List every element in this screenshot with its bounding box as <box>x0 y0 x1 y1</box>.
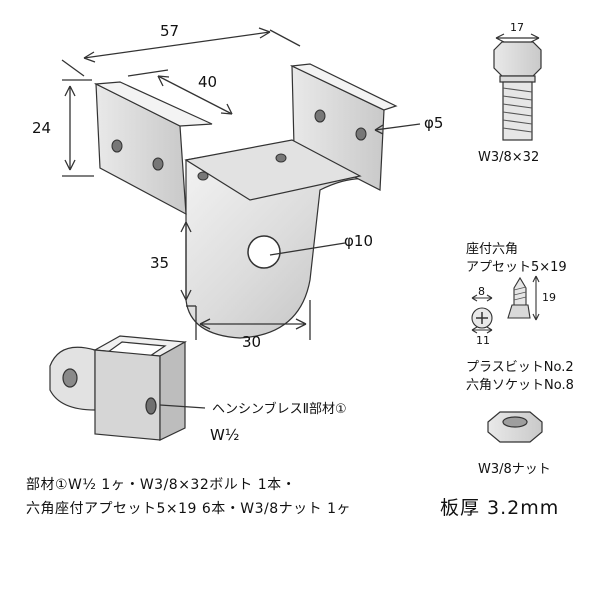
large-hole-label: φ10 <box>344 232 373 250</box>
screw-title-line2: アプセット5×19 <box>466 260 567 275</box>
nut-spec: W3/8ナット <box>478 462 551 477</box>
bolt-head-width: 17 <box>510 21 524 34</box>
dimension-lines <box>61 27 421 340</box>
bracket-hole <box>275 153 287 163</box>
dim-line-57 <box>83 31 271 59</box>
bolt-spec: W3/8×32 <box>478 150 540 165</box>
screw-head-dim: 8 <box>478 285 485 298</box>
leader-phi10 <box>269 242 346 256</box>
bracket-base <box>184 139 362 201</box>
screw-bit-line2: 六角ソケットNo.8 <box>466 378 574 393</box>
bracket-hole <box>314 109 326 123</box>
leader-attachment <box>159 404 206 409</box>
bracket-right-top <box>289 63 398 111</box>
attachment-size-label: W½ <box>210 426 240 444</box>
bracket-hole <box>197 171 209 181</box>
attachment-body-side <box>159 340 186 441</box>
bracket-large-hole <box>247 235 281 269</box>
dim-label-30: 30 <box>242 333 262 351</box>
screw-washer-dim: 11 <box>476 334 490 347</box>
small-hole-label: φ5 <box>424 114 444 132</box>
screw-side <box>507 304 531 319</box>
screw-illustration <box>471 275 540 334</box>
screw-title-line1: 座付六角 <box>466 242 519 257</box>
screw-length-dim: 19 <box>542 291 556 304</box>
attachment-body-front <box>94 349 161 441</box>
attachment-part-label: ヘンシンブレスⅡ部材① <box>212 402 347 417</box>
bracket-hole <box>355 127 367 141</box>
leader-phi5 <box>374 123 421 131</box>
parts-list-line1: 部材①W½ 1ヶ・W3/8×32ボルト 1本・ <box>26 477 297 493</box>
bracket-left-top <box>93 81 213 127</box>
nut-illustration <box>487 411 543 443</box>
bracket-hole <box>111 139 123 153</box>
dim-label-35: 35 <box>150 254 170 272</box>
bolt-illustration <box>493 33 542 141</box>
parts-list-line2: 六角座付アプセット5×19 6本・W3/8ナット 1ヶ <box>26 501 352 517</box>
dim-label-40: 40 <box>198 73 218 91</box>
bracket-hole <box>152 157 164 171</box>
dim-label-57: 57 <box>160 22 180 40</box>
bracket-illustration <box>93 63 398 339</box>
screw-bit-line1: プラスビットNo.2 <box>466 360 574 375</box>
attachment-illustration <box>49 335 206 441</box>
dim-label-24: 24 <box>32 119 52 137</box>
dim-line-40 <box>157 75 233 115</box>
plate-thickness: 板厚 3.2mm <box>440 497 560 519</box>
